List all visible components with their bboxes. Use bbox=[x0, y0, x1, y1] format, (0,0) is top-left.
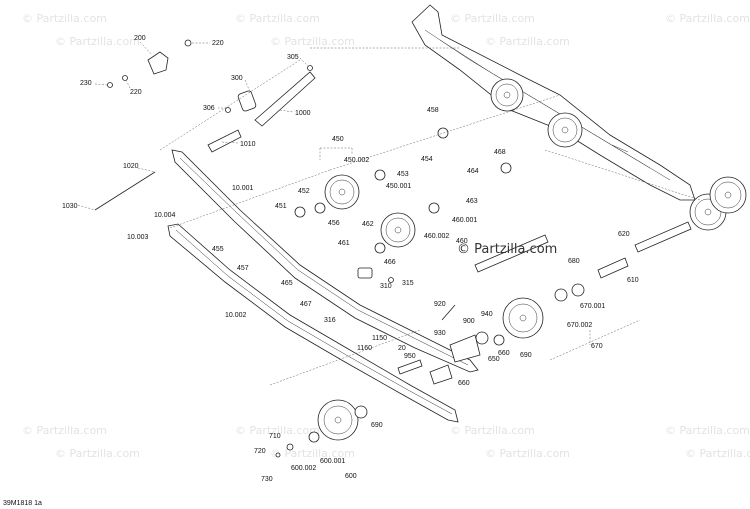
part-label: 463 bbox=[466, 198, 478, 205]
small-parts-top bbox=[94, 39, 316, 211]
watermark: © Partzilla.com bbox=[55, 35, 140, 48]
part-label: 610 bbox=[627, 277, 639, 284]
part-label: 456 bbox=[328, 220, 340, 227]
part-label: 454 bbox=[421, 156, 433, 163]
upper-rail-assembly bbox=[411, 4, 747, 231]
watermark-layer: © Partzilla.com © Partzilla.com © Partzi… bbox=[22, 12, 750, 460]
watermark: © Partzilla.com bbox=[665, 12, 750, 25]
part-label: 220 bbox=[130, 89, 142, 96]
part-label: 1020 bbox=[123, 163, 139, 170]
part-label: 670 bbox=[591, 343, 603, 350]
part-label: 720 bbox=[254, 448, 266, 455]
brand-watermark: © Partzilla.com bbox=[457, 242, 557, 257]
part-label: 20 bbox=[398, 345, 406, 352]
part-label: 10.003 bbox=[127, 234, 149, 241]
part-label: 690 bbox=[520, 352, 532, 359]
part-label: 450.002 bbox=[344, 157, 369, 164]
part-label: 1160 bbox=[357, 345, 372, 352]
part-label: 1030 bbox=[62, 203, 78, 210]
watermark: © Partzilla.com bbox=[235, 424, 320, 437]
part-label: 453 bbox=[397, 171, 409, 178]
part-label: 458 bbox=[427, 107, 439, 114]
watermark: © Partzilla.com bbox=[665, 424, 750, 437]
watermark: © Partzilla.com bbox=[270, 447, 355, 460]
part-label: 10.001 bbox=[232, 185, 254, 192]
part-label: 466 bbox=[384, 259, 396, 266]
diagram-code: 39M1818 1a bbox=[3, 500, 42, 507]
watermark: © Partzilla.com bbox=[22, 424, 107, 437]
part-label: 620 bbox=[618, 231, 630, 238]
part-label: 464 bbox=[467, 168, 479, 175]
part-label: 600.001 bbox=[320, 458, 345, 465]
part-label: 455 bbox=[212, 246, 224, 253]
part-label: 230 bbox=[80, 80, 92, 87]
watermark: © Partzilla.com bbox=[270, 35, 355, 48]
part-label: 680 bbox=[568, 258, 580, 265]
part-label: 315 bbox=[402, 280, 414, 287]
part-label: 306 bbox=[203, 105, 215, 112]
part-label: 660 bbox=[458, 380, 470, 387]
part-label: 460.001 bbox=[452, 217, 477, 224]
slide-rail-upper bbox=[171, 149, 479, 373]
watermark: © Partzilla.com bbox=[55, 447, 140, 460]
part-label: 920 bbox=[434, 301, 446, 308]
part-label: 710 bbox=[269, 433, 281, 440]
part-label: 310 bbox=[380, 283, 392, 290]
part-label: 900 bbox=[463, 318, 475, 325]
part-label: 600.002 bbox=[291, 465, 316, 472]
watermark: © Partzilla.com bbox=[22, 12, 107, 25]
part-label: 305 bbox=[287, 54, 299, 61]
watermark: © Partzilla.com bbox=[235, 12, 320, 25]
part-label: 600 bbox=[345, 473, 357, 480]
watermark: © Partzilla.com bbox=[450, 424, 535, 437]
part-label: 940 bbox=[481, 311, 493, 318]
watermark: © Partzilla.com bbox=[685, 447, 750, 460]
part-label: 930 bbox=[434, 330, 446, 337]
slide-rail-lower bbox=[167, 223, 459, 423]
part-label: 450 bbox=[332, 136, 344, 143]
part-label: 950 bbox=[404, 353, 416, 360]
leader-lines bbox=[77, 41, 701, 386]
part-label: 452 bbox=[298, 188, 310, 195]
part-label: 451 bbox=[275, 203, 287, 210]
wheel-assembly-450 bbox=[294, 127, 512, 283]
part-label: 461 bbox=[338, 240, 350, 247]
part-label: 670.002 bbox=[567, 322, 592, 329]
part-label: 220 bbox=[212, 40, 224, 47]
part-label: 467 bbox=[300, 301, 312, 308]
watermark: © Partzilla.com bbox=[485, 447, 570, 460]
part-label: 10.002 bbox=[225, 312, 247, 319]
part-label: 468 bbox=[494, 149, 506, 156]
part-label: 316 bbox=[324, 317, 336, 324]
part-label: 730 bbox=[261, 476, 273, 483]
part-label: 1000 bbox=[295, 110, 311, 117]
part-label: 660 bbox=[498, 350, 510, 357]
part-label: 462 bbox=[362, 221, 374, 228]
part-label: 300 bbox=[231, 75, 243, 82]
part-label: 450.001 bbox=[386, 183, 411, 190]
part-label: 457 bbox=[237, 265, 249, 272]
part-label: 460.002 bbox=[424, 233, 449, 240]
part-label: 1150 bbox=[372, 335, 387, 342]
part-labels: 200 220 230 220 305 300 306 1000 1010 45… bbox=[62, 35, 639, 483]
part-label: 465 bbox=[281, 280, 293, 287]
rear-idler-670 bbox=[429, 221, 692, 385]
part-label: 200 bbox=[134, 35, 146, 42]
watermark: © Partzilla.com bbox=[450, 12, 535, 25]
part-label: 1010 bbox=[240, 141, 256, 148]
part-label: 670.001 bbox=[580, 303, 605, 310]
part-label: 10.004 bbox=[154, 212, 176, 219]
watermark: © Partzilla.com bbox=[485, 35, 570, 48]
part-label: 690 bbox=[371, 422, 383, 429]
part-label: 460 bbox=[456, 238, 468, 245]
part-label: 650 bbox=[488, 356, 500, 363]
wheel-600 bbox=[275, 359, 423, 458]
